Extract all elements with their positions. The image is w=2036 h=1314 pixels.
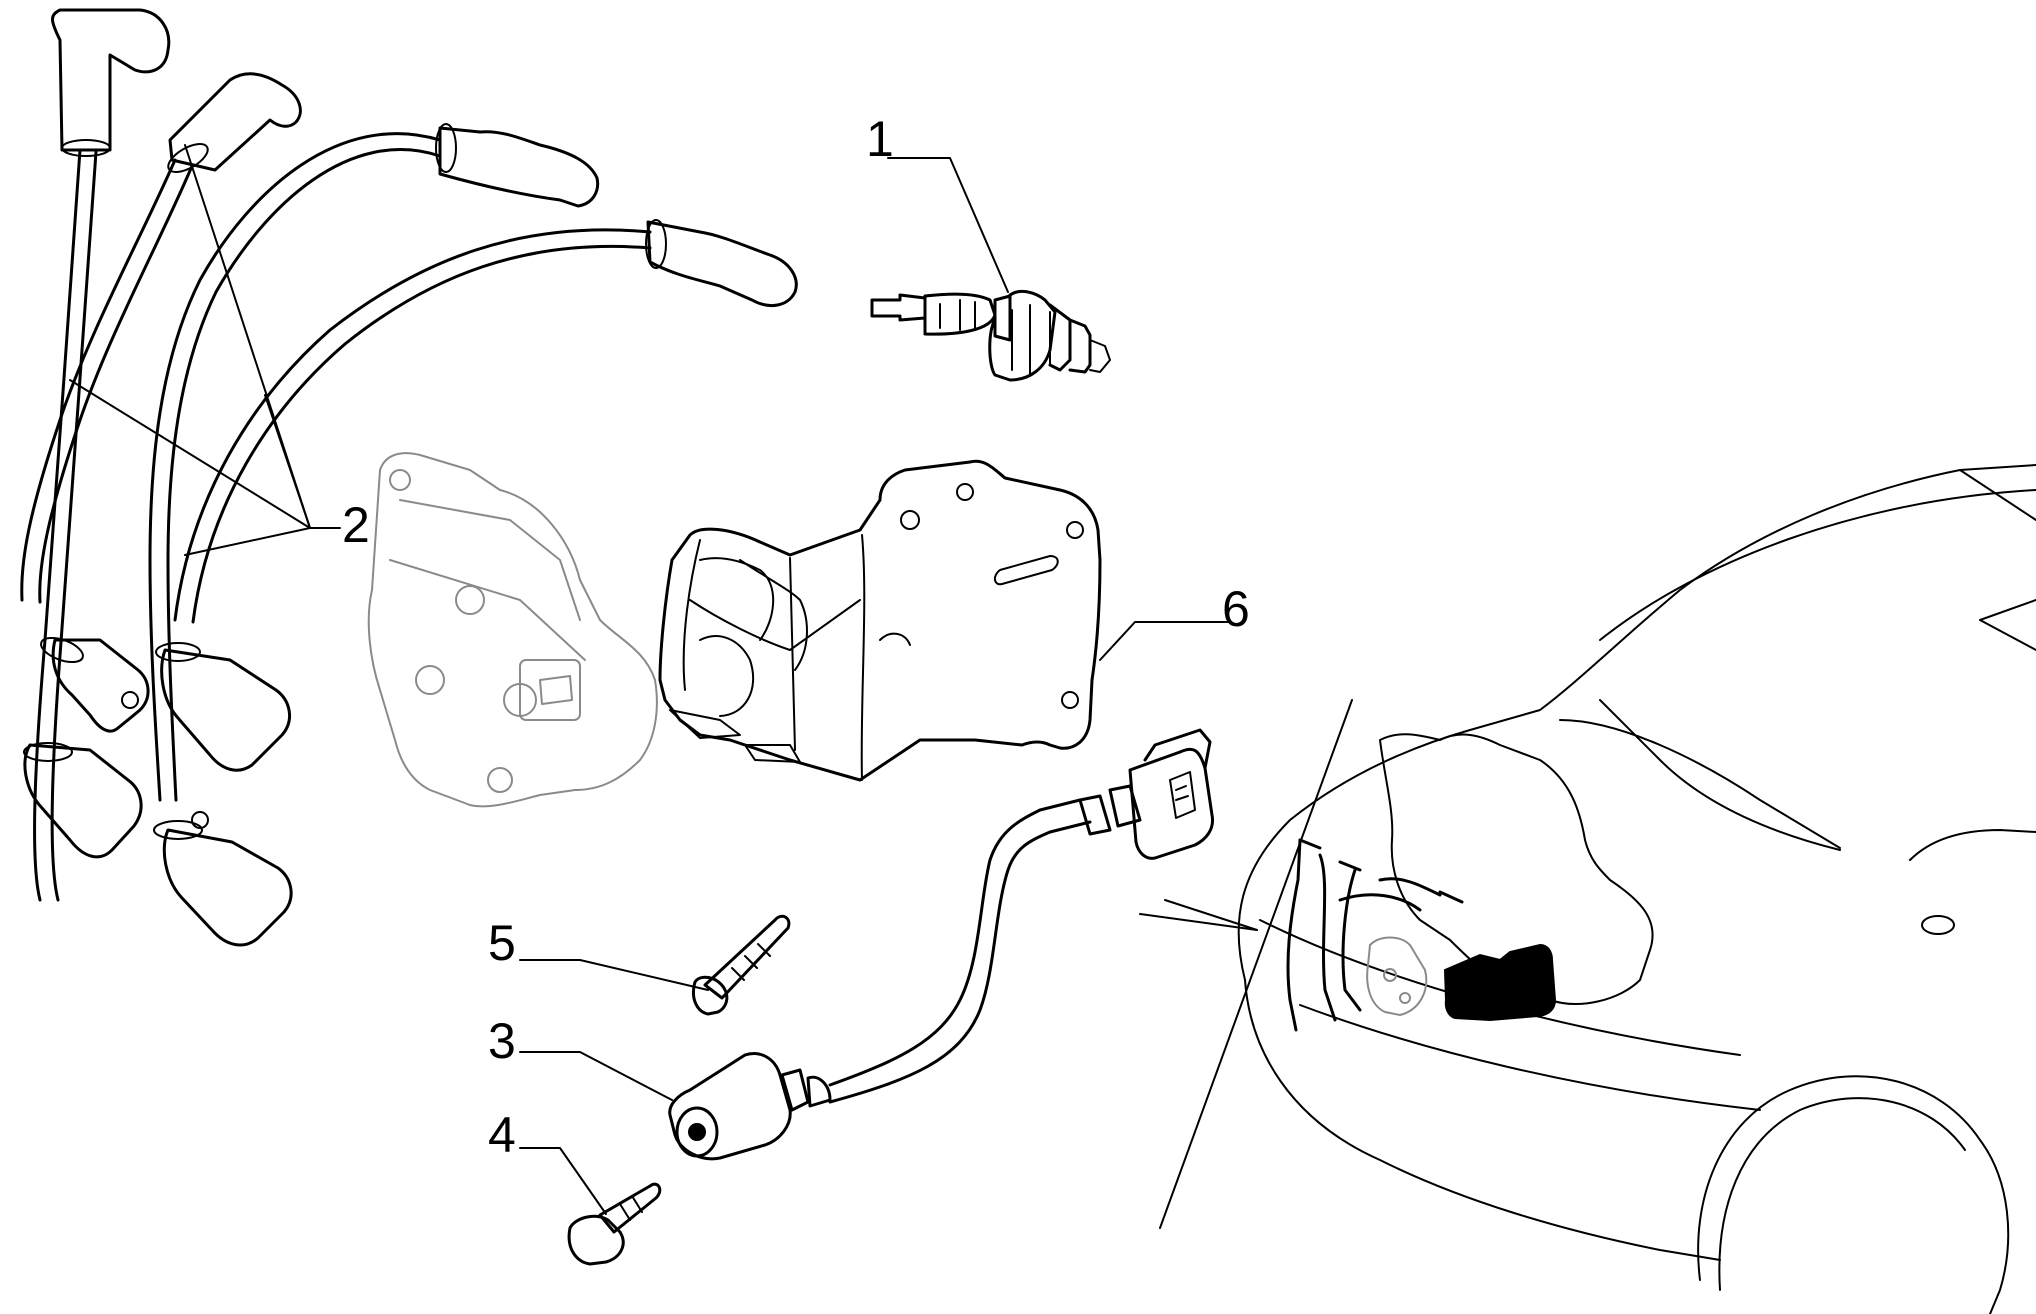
callout-6-leader <box>1099 621 1229 661</box>
callout-2-leaders <box>69 144 341 556</box>
callout-1-leader <box>887 157 1009 293</box>
callout-3: 3 <box>488 1013 516 1069</box>
callout-5-leader <box>519 959 709 991</box>
callout-1: 1 <box>866 111 894 167</box>
coil-bracket <box>658 459 1102 782</box>
callout-4: 4 <box>488 1107 516 1163</box>
callout-6: 6 <box>1222 581 1250 637</box>
bolt-small <box>692 914 791 1016</box>
sensor-with-cable <box>668 728 1215 1161</box>
bolt-large <box>567 1182 662 1266</box>
vehicle-location-view <box>1139 464 2036 1314</box>
callout-5: 5 <box>488 915 516 971</box>
spark-plug <box>870 289 1111 382</box>
callout-2: 2 <box>342 497 370 553</box>
coil-module-ghost <box>367 452 658 808</box>
ignition-cable-set <box>20 8 798 947</box>
callout-3-leader <box>519 1051 673 1101</box>
callout-labels: 1 2 3 4 5 6 <box>342 111 1250 1163</box>
callout-4-leader <box>519 1147 607 1215</box>
